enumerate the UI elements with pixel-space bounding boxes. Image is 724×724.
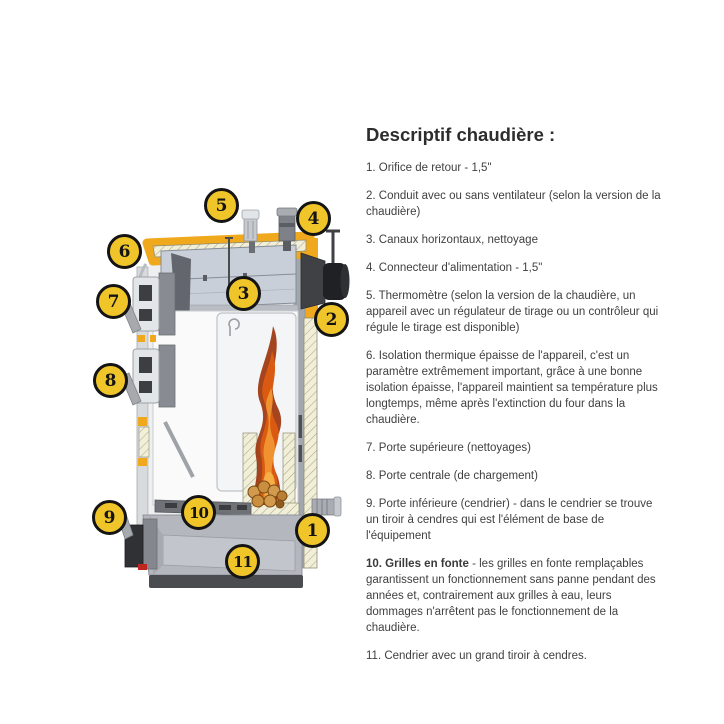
- callout-3: 3: [226, 276, 261, 311]
- callout-label: 8: [104, 370, 117, 391]
- poker-rod: [163, 421, 195, 478]
- callout-label: 9: [103, 507, 116, 528]
- description-item-1: 1. Orifice de retour - 1,5": [366, 162, 492, 174]
- boiler-cross-section-illustration: [115, 207, 350, 588]
- callout-4: 4: [296, 201, 331, 236]
- description-item-8: 8. Porte centrale (de chargement): [366, 470, 538, 482]
- description-item-10: 10. Grilles en fonte - les grilles en fo…: [366, 558, 656, 634]
- thermometer-pipe: [241, 209, 260, 253]
- callout-label: 7: [107, 291, 120, 312]
- callout-label: 5: [215, 195, 228, 216]
- callout-7: 7: [96, 284, 131, 319]
- description-item-11: 11. Cendrier avec un grand tiroir à cend…: [366, 650, 587, 662]
- description-item-7: 7. Porte supérieure (nettoyages): [366, 442, 531, 454]
- flame: [253, 326, 282, 505]
- callout-label: 10: [189, 503, 209, 522]
- callout-9: 9: [92, 500, 127, 535]
- flue-outlet: [300, 229, 350, 310]
- callout-6: 6: [107, 234, 142, 269]
- description-item-5: 5. Thermomètre (selon la version de la c…: [366, 290, 659, 334]
- callout-2: 2: [314, 302, 349, 337]
- callout-label: 2: [325, 309, 338, 330]
- callout-10: 10: [181, 495, 216, 530]
- callout-label: 1: [306, 520, 319, 541]
- hook: [228, 318, 240, 336]
- callout-label: 4: [307, 208, 320, 229]
- page-title: Descriptif chaudière :: [366, 124, 556, 145]
- callout-label: 11: [233, 552, 253, 571]
- left-insulation-bits: [137, 335, 156, 466]
- feed-connector-pipe: [276, 207, 298, 251]
- description-item-9: 9. Porte inférieure (cendrier) - dans le…: [366, 498, 653, 542]
- callout-11: 11: [225, 544, 260, 579]
- boiler-base: [149, 575, 303, 588]
- red-trim: [138, 564, 147, 570]
- description-item-3: 3. Canaux horizontaux, nettoyage: [366, 234, 538, 246]
- cleaning-rod: [225, 237, 233, 287]
- return-pipe: [311, 496, 342, 517]
- callout-1: 1: [295, 513, 330, 548]
- callout-label: 3: [237, 283, 250, 304]
- ash-drawer: [142, 514, 303, 588]
- wood-logs: [247, 480, 288, 509]
- callout-8: 8: [93, 363, 128, 398]
- description-panel: Descriptif chaudière : 1. Orifice de ret…: [366, 124, 663, 676]
- callout-5: 5: [204, 188, 239, 223]
- description-item-4: 4. Connecteur d'alimentation - 1,5": [366, 262, 543, 274]
- description-item-2: 2. Conduit avec ou sans ventilateur (sel…: [366, 190, 661, 218]
- description-item-6: 6. Isolation thermique épaisse de l'appa…: [366, 350, 658, 426]
- callout-label: 6: [118, 241, 131, 262]
- middle-door: [120, 344, 176, 408]
